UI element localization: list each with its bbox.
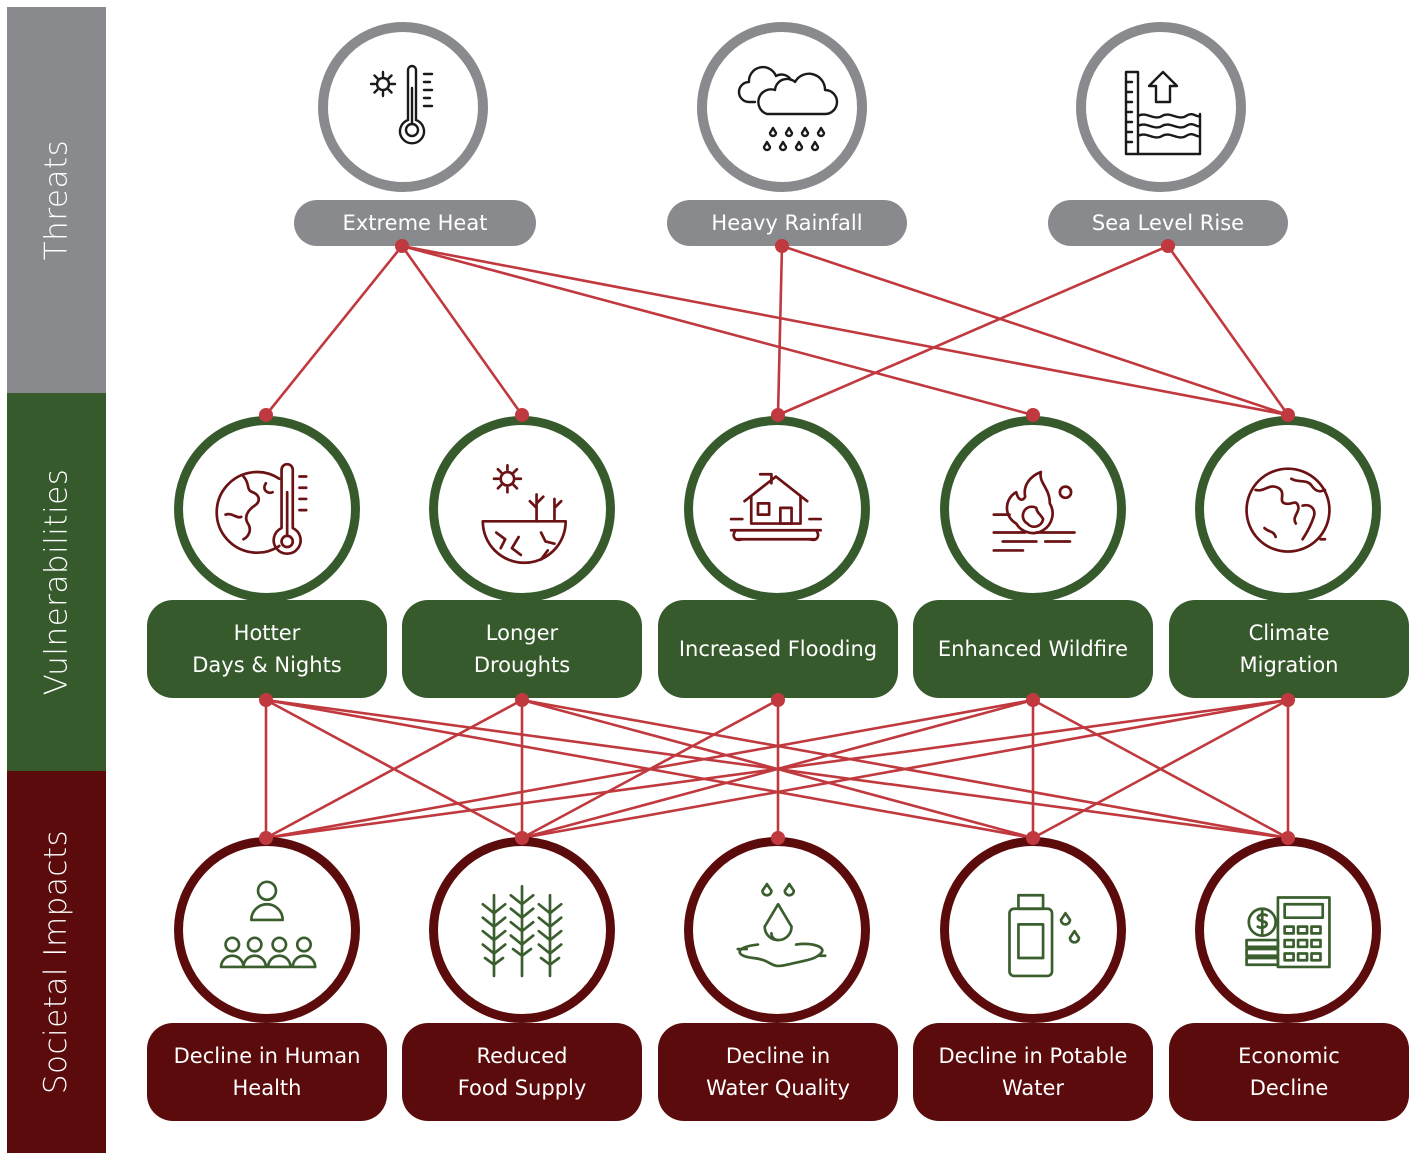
longer-droughts-top-connector-dot <box>515 408 529 422</box>
hotter-days-label: Hotter Days & Nights <box>147 600 387 698</box>
link-enhanced-wildfire-to-human-health <box>265 698 1034 840</box>
climate-migration-icon-circle <box>1195 416 1381 602</box>
link-sea-level-rise-to-climate-migration <box>1166 245 1290 416</box>
longer-droughts-icon-circle <box>429 416 615 602</box>
enhanced-wildfire-bottom-connector-dot <box>1026 693 1040 707</box>
longer-droughts-label: Longer Droughts <box>402 600 642 698</box>
impacts-band: Societal Impacts <box>7 771 106 1153</box>
water-bottle-icon <box>1008 893 1081 978</box>
link-climate-migration-to-potable-water <box>1032 698 1289 840</box>
increased-flooding-label: Increased Flooding <box>658 600 898 698</box>
link-extreme-heat-to-longer-droughts <box>400 245 524 416</box>
potable-water-connector-dot <box>1026 831 1040 845</box>
link-sea-level-rise-to-increased-flooding <box>777 244 1169 417</box>
threats-band: Threats <box>7 7 106 393</box>
water-quality-connector-dot <box>771 831 785 845</box>
enhanced-wildfire-label: Enhanced Wildfire <box>913 600 1153 698</box>
globe-thermometer-icon <box>215 462 308 556</box>
vulnerabilities-band: Vulnerabilities <box>7 393 106 771</box>
sea-level-rise-label: Sea Level Rise <box>1048 200 1288 246</box>
link-heavy-rainfall-to-climate-migration <box>781 244 1289 417</box>
link-climate-migration-to-human-health <box>265 698 1289 840</box>
heavy-rainfall-connector-dot <box>775 239 789 253</box>
wildfire-icon <box>992 470 1076 552</box>
economic-decline-icon-circle <box>1195 837 1381 1023</box>
sea-level-gauge-icon <box>1124 70 1202 156</box>
flooded-house-icon <box>729 472 823 542</box>
increased-flooding-icon-circle <box>684 416 870 602</box>
potable-water-icon-circle <box>940 837 1126 1023</box>
water-drop-icon <box>736 882 827 968</box>
extreme-heat-connector-dot <box>395 239 409 253</box>
drought-icon <box>481 463 568 565</box>
climate-migration-bottom-connector-dot <box>1281 693 1295 707</box>
rain-cloud-icon <box>737 66 839 152</box>
link-heavy-rainfall-to-increased-flooding <box>776 245 784 416</box>
heavy-rainfall-icon-circle <box>697 22 867 192</box>
enhanced-wildfire-top-connector-dot <box>1026 408 1040 422</box>
link-extreme-heat-to-hotter-days <box>264 245 404 416</box>
sea-level-rise-connector-dot <box>1161 239 1175 253</box>
human-health-connector-dot <box>259 831 273 845</box>
climate-migration-top-connector-dot <box>1281 408 1295 422</box>
link-extreme-heat-to-enhanced-wildfire <box>401 244 1034 417</box>
hotter-days-bottom-connector-dot <box>259 693 273 707</box>
sea-level-rise-icon-circle <box>1076 22 1246 192</box>
water-quality-icon-circle <box>684 837 870 1023</box>
extreme-heat-icon-circle <box>318 22 488 192</box>
economic-decline-connector-dot <box>1281 831 1295 845</box>
people-icon <box>219 880 317 969</box>
enhanced-wildfire-icon-circle <box>940 416 1126 602</box>
link-climate-migration-to-food-supply <box>521 698 1289 840</box>
link-longer-droughts-to-human-health <box>265 698 523 840</box>
coins-calculator-icon <box>1245 896 1331 969</box>
increased-flooding-bottom-connector-dot <box>771 693 785 707</box>
hotter-days-top-connector-dot <box>259 408 273 422</box>
food-supply-connector-dot <box>515 831 529 845</box>
extreme-heat-label: Extreme Heat <box>294 200 536 246</box>
heavy-rainfall-label: Heavy Rainfall <box>667 200 907 246</box>
hotter-days-icon-circle <box>174 416 360 602</box>
sun-thermometer-icon <box>369 64 434 145</box>
globe-icon <box>1245 467 1331 553</box>
food-supply-label: Reduced Food Supply <box>402 1023 642 1121</box>
human-health-label: Decline in Human Health <box>147 1023 387 1121</box>
wheat-icon <box>481 884 563 978</box>
climate-migration-label: Climate Migration <box>1169 600 1409 698</box>
increased-flooding-top-connector-dot <box>771 408 785 422</box>
human-health-icon-circle <box>174 837 360 1023</box>
water-quality-label: Decline in Water Quality <box>658 1023 898 1121</box>
economic-decline-label: Economic Decline <box>1169 1023 1409 1121</box>
link-extreme-heat-to-climate-migration <box>401 244 1289 417</box>
food-supply-icon-circle <box>429 837 615 1023</box>
longer-droughts-bottom-connector-dot <box>515 693 529 707</box>
potable-water-label: Decline in Potable Water <box>913 1023 1153 1121</box>
